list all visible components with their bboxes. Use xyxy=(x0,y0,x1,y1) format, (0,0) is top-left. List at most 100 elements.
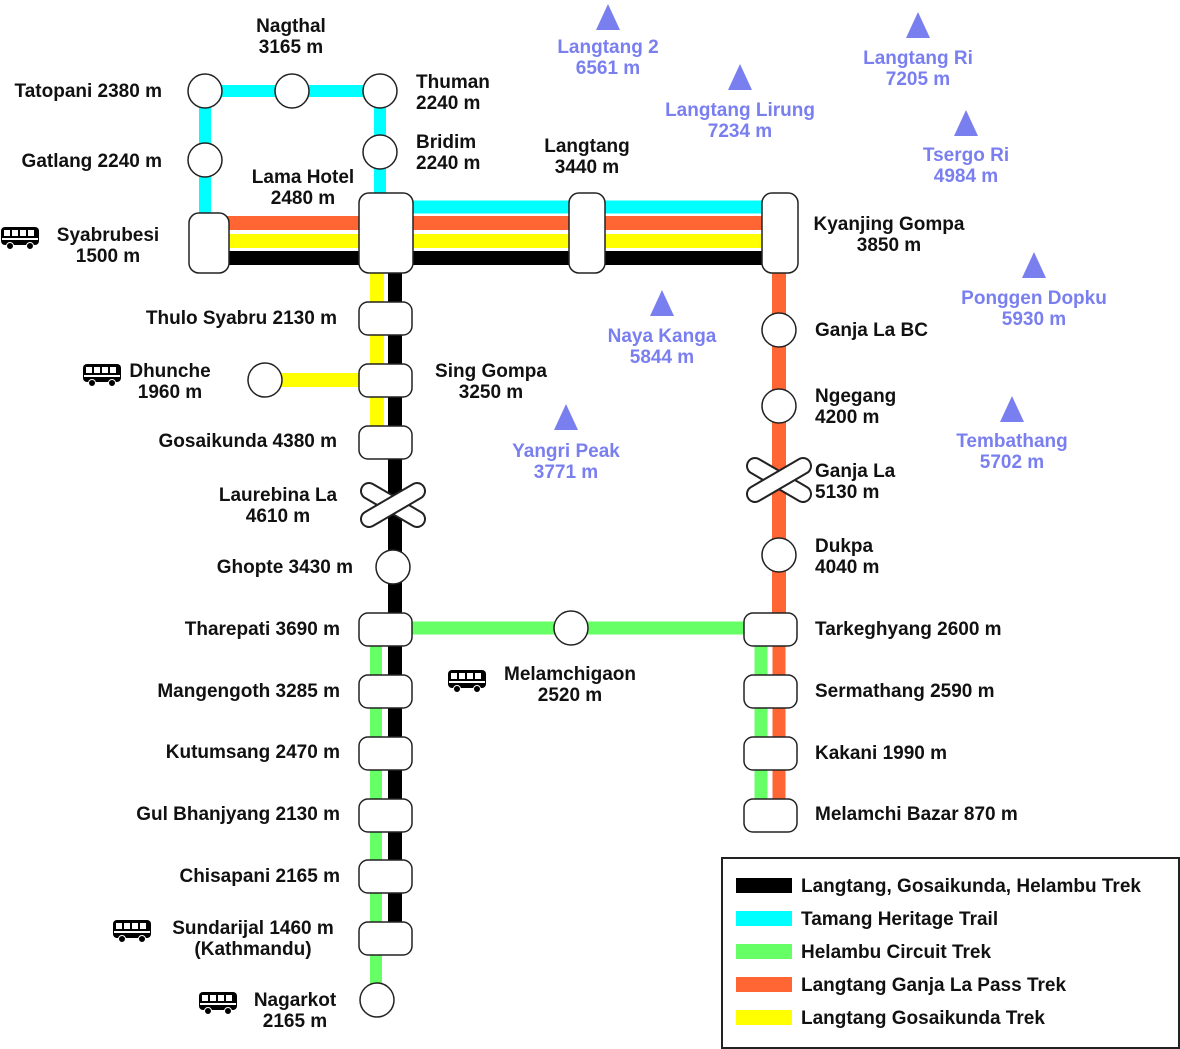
label-ngegang-line-1: Ngegang xyxy=(815,386,896,407)
station-nagthal xyxy=(274,73,310,109)
label-chisapani: Chisapani 2165 m xyxy=(179,866,340,887)
bus-melamchigaon-icon xyxy=(448,670,486,693)
label-dhunche-line-2: 1960 m xyxy=(138,382,202,403)
station-chisapani xyxy=(358,859,413,894)
legend-label-5: Langtang Gosaikunda Trek xyxy=(801,1008,1045,1029)
peak-ponggen-dopku-icon xyxy=(1022,252,1046,278)
label-syabrubesi-line-1: Syabrubesi xyxy=(57,225,159,246)
label-bridim-line-2: 2240 m xyxy=(416,153,480,174)
label-kyanjing-gompa-line-1: Kyanjing Gompa xyxy=(814,214,965,235)
label-thulo-syabru: Thulo Syabru 2130 m xyxy=(146,308,337,329)
label-thuman-line-2: 2240 m xyxy=(416,93,480,114)
peak-langtang-ri-icon xyxy=(906,12,930,38)
legend-label-4: Langtang Ganja La Pass Trek xyxy=(801,975,1066,996)
peak-naya-kanga-icon xyxy=(650,290,674,316)
pass-ganja-la-icon xyxy=(746,457,812,503)
label-sundarijal-line-1: Sundarijal 1460 m xyxy=(172,918,334,939)
peak-langtang-ri-label-line-1: Langtang Ri xyxy=(863,48,973,69)
label-melamchigaon-line-2: 2520 m xyxy=(538,685,602,706)
label-langtang-line-1: Langtang xyxy=(544,136,630,157)
peak-yangri-peak-label-line-1: Yangri Peak xyxy=(512,441,620,462)
label-sing-gompa-line-1: Sing Gompa xyxy=(435,361,547,382)
peak-langtang-lirung-label-line-2: 7234 m xyxy=(708,121,772,142)
station-dhunche xyxy=(247,362,283,398)
label-kutumsang: Kutumsang 2470 m xyxy=(166,742,340,763)
peak-ponggen-dopku-label-line-1: Ponggen Dopku xyxy=(961,288,1107,309)
station-dukpa xyxy=(761,537,797,573)
peak-tembathang-label-line-2: 5702 m xyxy=(980,452,1044,473)
label-lama-hotel-line-1: Lama Hotel xyxy=(252,167,354,188)
label-dukpa-line-2: 4040 m xyxy=(815,557,879,578)
station-lama-hotel xyxy=(358,192,414,274)
label-tharepati: Tharepati 3690 m xyxy=(185,619,340,640)
station-gul-bhanjyang xyxy=(358,798,413,833)
bus-sundarijal-icon xyxy=(113,920,151,943)
label-syabrubesi-line-2: 1500 m xyxy=(76,246,140,267)
legend-box xyxy=(721,857,1180,1049)
legend: Langtang, Gosaikunda, Helambu TrekTamang… xyxy=(721,857,1180,1049)
label-langtang-line-2: 3440 m xyxy=(555,157,619,178)
legend-swatch-5 xyxy=(736,1010,792,1025)
station-tharepati xyxy=(358,612,413,647)
label-kyanjing-gompa-line-2: 3850 m xyxy=(857,235,921,256)
peak-tembathang-label-line-1: Tembathang xyxy=(956,431,1068,452)
legend-swatch-4 xyxy=(736,977,792,992)
label-thuman-line-1: Thuman xyxy=(416,72,490,93)
bus-dhunche-icon xyxy=(83,364,121,387)
label-tatopani: Tatopani 2380 m xyxy=(15,81,162,102)
label-ganja-la-line-2: 5130 m xyxy=(815,482,879,503)
station-markers xyxy=(187,73,812,1018)
peak-ponggen-dopku-label-line-2: 5930 m xyxy=(1002,309,1066,330)
route-lines xyxy=(199,85,786,1000)
peak-langtang-ri-label-line-2: 7205 m xyxy=(886,69,950,90)
label-gosaikunda: Gosaikunda 4380 m xyxy=(159,431,337,452)
label-sing-gompa-line-2: 3250 m xyxy=(459,382,523,403)
peak-yangri-peak-label-line-2: 3771 m xyxy=(534,462,598,483)
station-sing-gompa xyxy=(358,363,413,398)
station-kyanjing-gompa xyxy=(761,192,799,274)
peak-tsergo-ri-label-line-2: 4984 m xyxy=(934,166,998,187)
label-nagthal-line-2: 3165 m xyxy=(259,37,323,58)
label-mangengoth: Mangengoth 3285 m xyxy=(157,681,340,702)
label-gatlang: Gatlang 2240 m xyxy=(22,151,162,172)
label-tarkeghyang: Tarkeghyang 2600 m xyxy=(815,619,1002,640)
label-melamchi-bazar: Melamchi Bazar 870 m xyxy=(815,804,1018,825)
label-kakani: Kakani 1990 m xyxy=(815,743,947,764)
label-melamchigaon-line-1: Melamchigaon xyxy=(504,664,636,685)
station-syabrubesi xyxy=(188,212,230,274)
label-laurebina-la-line-2: 4610 m xyxy=(246,506,310,527)
station-melamchigaon xyxy=(553,610,589,646)
station-gatlang xyxy=(187,142,223,178)
station-bridim xyxy=(362,134,398,170)
station-langtang xyxy=(568,192,606,274)
legend-swatch-1 xyxy=(736,878,792,893)
station-nagarkot xyxy=(359,982,395,1018)
peak-naya-kanga-label-line-2: 5844 m xyxy=(630,347,694,368)
label-ngegang-line-2: 4200 m xyxy=(815,407,879,428)
station-gosaikunda xyxy=(358,425,413,460)
label-laurebina-la-line-1: Laurebina La xyxy=(219,485,338,506)
label-sundarijal-line-2: (Kathmandu) xyxy=(194,939,311,960)
peak-yangri-peak-icon xyxy=(554,404,578,430)
station-tarkeghyang xyxy=(743,612,798,647)
legend-label-2: Tamang Heritage Trail xyxy=(801,909,998,930)
label-nagthal-line-1: Nagthal xyxy=(256,16,326,37)
peak-naya-kanga-label-line-1: Naya Kanga xyxy=(608,326,717,347)
label-ganja-la-bc: Ganja La BC xyxy=(815,320,928,341)
bus-syabrubesi-icon xyxy=(1,227,39,250)
peak-langtang-2-icon xyxy=(596,4,620,30)
peak-langtang-lirung-icon xyxy=(728,64,752,90)
station-melamchi-bazar xyxy=(743,798,798,833)
station-ganja-la-bc xyxy=(761,312,797,348)
peak-langtang-2-label-line-1: Langtang 2 xyxy=(557,37,658,58)
legend-swatch-2 xyxy=(736,911,792,926)
peak-langtang-2-label-line-2: 6561 m xyxy=(576,58,640,79)
legend-label-1: Langtang, Gosaikunda, Helambu Trek xyxy=(801,876,1141,897)
bus-nagarkot-icon xyxy=(199,992,237,1015)
station-ghopte xyxy=(375,549,411,585)
station-sermathang xyxy=(743,674,798,709)
station-mangengoth xyxy=(358,674,413,709)
station-ngegang xyxy=(761,388,797,424)
peak-tsergo-ri-label-line-1: Tsergo Ri xyxy=(923,145,1009,166)
